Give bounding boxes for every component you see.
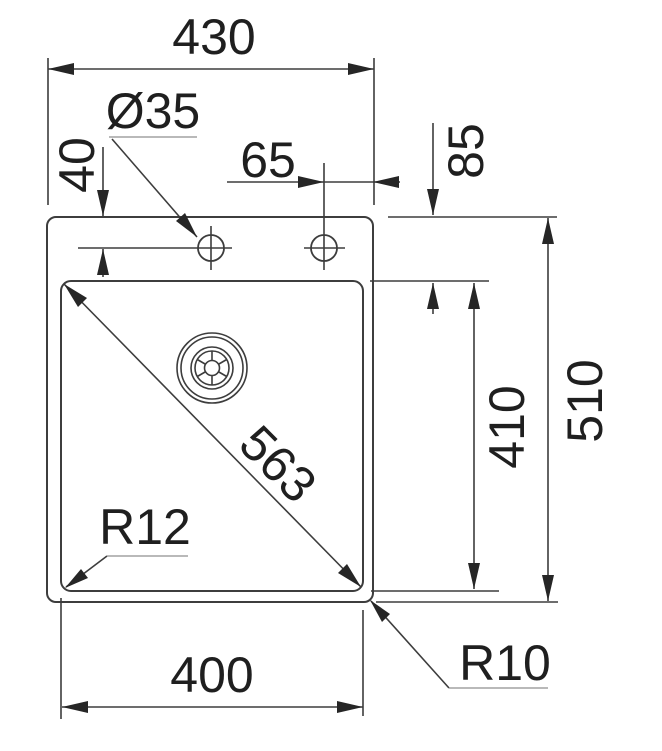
- label-top-edge-to-bowl: 85: [438, 123, 494, 179]
- dimension-labels: 430 Ø35 65 40 85 563 R12 410 510 R10 400: [49, 9, 613, 703]
- arrowhead-outer-radius-leader: [370, 600, 390, 622]
- label-hole-diameter: Ø35: [106, 83, 201, 139]
- arrowhead-diagonal-top: [64, 284, 87, 307]
- arrowhead-bowl-radius-leader: [65, 569, 88, 588]
- arrowhead-hole-leader: [176, 213, 197, 237]
- dim-line-bowl-length: [371, 283, 499, 592]
- arrowhead-bowl-length-bottom: [468, 563, 480, 589]
- tap-hole-left-crosshair: [78, 226, 232, 270]
- label-overall-width: 430: [172, 9, 255, 65]
- arrowhead-bowl-width-right: [337, 701, 363, 713]
- arrowhead-overall-width-right: [348, 63, 374, 75]
- arrowhead-top-to-hole-lower: [97, 249, 109, 275]
- arrowhead-top-to-bowl-upper: [427, 189, 439, 215]
- label-bowl-length: 410: [479, 385, 535, 468]
- arrowhead-hole-offset-left: [298, 176, 324, 188]
- arrowhead-hole-offset-right: [373, 176, 399, 188]
- drain-spokes: [196, 351, 228, 385]
- arrowhead-overall-length-bottom: [542, 575, 554, 601]
- label-top-edge-to-hole: 40: [49, 137, 105, 193]
- arrowhead-overall-length-top: [542, 218, 554, 244]
- label-hole-to-right-edge: 65: [240, 132, 296, 188]
- arrowhead-bowl-width-left: [62, 701, 88, 713]
- dim-line-overall-length: [376, 218, 558, 603]
- arrowhead-top-to-bowl-lower: [427, 283, 439, 309]
- arrowhead-diagonal-bottom: [338, 564, 361, 587]
- label-overall-length: 510: [557, 359, 613, 442]
- label-bowl-diagonal: 563: [229, 415, 328, 514]
- arrowhead-overall-width-left: [48, 63, 74, 75]
- dim-line-diagonal: [63, 283, 362, 588]
- bowl-outline: [60, 280, 364, 592]
- label-bowl-corner-radius: R12: [99, 499, 191, 555]
- label-outer-corner-radius: R10: [459, 635, 551, 691]
- label-bowl-width: 400: [170, 647, 253, 703]
- sink-rim-outline: [46, 216, 374, 603]
- dim-line-overall-width: [47, 58, 375, 205]
- arrowheads: [48, 63, 554, 713]
- arrowhead-top-to-hole-upper: [97, 190, 109, 216]
- leader-underlines: [107, 136, 548, 689]
- tap-hole-right-crosshair: [304, 163, 345, 270]
- drain-strainer-icon: [176, 332, 248, 404]
- dim-line-bowl-width: [60, 598, 364, 719]
- arrowhead-bowl-length-top: [468, 283, 480, 309]
